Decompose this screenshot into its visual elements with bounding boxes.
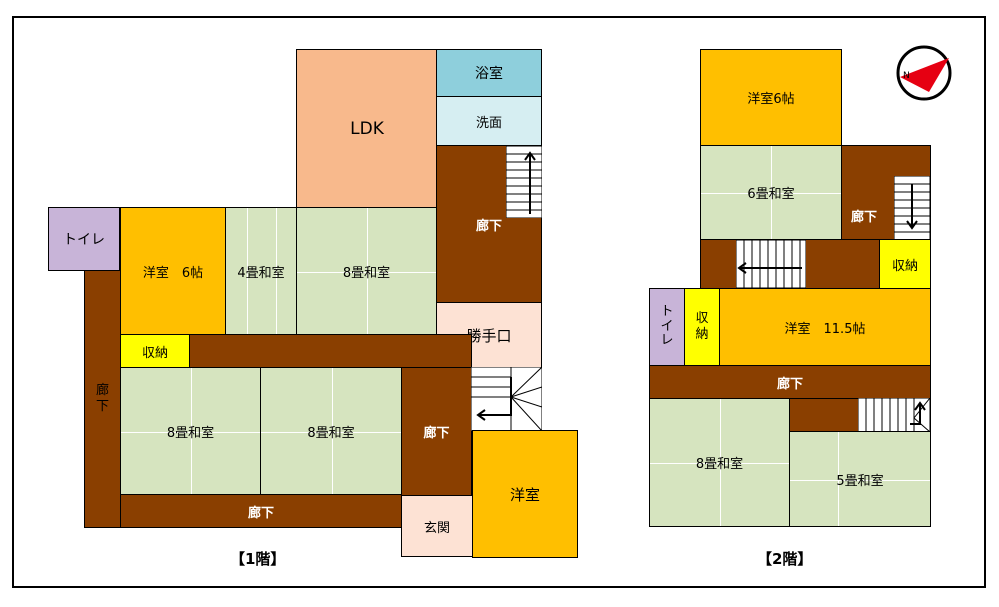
stairs-floor1-lower xyxy=(471,367,542,431)
floor1-label: 【1階】 xyxy=(230,550,286,568)
toilet-floor2-label: ト イ レ xyxy=(660,303,674,349)
ldk-room: LDK xyxy=(296,49,438,209)
storage-left-floor2-label: 収 納 xyxy=(695,311,709,342)
stairs-floor2-bottom xyxy=(858,398,930,432)
washitsu-4: 4畳和室 xyxy=(225,207,297,335)
washroom: 洗面 xyxy=(436,96,542,146)
corridor-mid-floor2-label: 廊下 xyxy=(776,376,803,392)
stairs-floor1-upper xyxy=(506,146,542,218)
stairs-floor2-middle xyxy=(736,240,806,288)
corridor-left-label: 廊 下 xyxy=(95,383,109,414)
storage-left-floor2: 収 納 xyxy=(684,288,720,366)
compass-icon: N xyxy=(896,45,952,101)
washitsu-5: 5畳和室 xyxy=(789,431,931,527)
corridor-mid-floor2: 廊下 xyxy=(649,365,931,399)
western-room-6-floor2: 洋室6帖 xyxy=(700,49,842,146)
corridor-left: 廊 下 xyxy=(84,270,121,528)
floor2-label: 【2階】 xyxy=(757,550,813,568)
corridor-top-floor2-label: 廊下 xyxy=(850,210,877,225)
floor-plan-frame xyxy=(12,16,986,588)
entrance: 玄関 xyxy=(401,495,473,557)
corridor-center: 廊下 xyxy=(401,367,472,496)
storage-floor1: 収納 xyxy=(120,334,190,368)
toilet-floor2: ト イ レ xyxy=(649,288,685,366)
corridor-bottom: 廊下 xyxy=(120,494,402,528)
western-room: 洋室 xyxy=(472,430,578,558)
storage-right-floor2: 収納 xyxy=(879,239,931,289)
western-room-11-5: 洋室 11.5帖 xyxy=(719,288,931,366)
compass-north-label: N xyxy=(903,71,910,81)
washitsu-8-left: 8畳和室 xyxy=(120,367,261,495)
corridor-bottom-label: 廊下 xyxy=(247,505,274,521)
toilet-floor1: トイレ xyxy=(48,207,120,271)
washitsu-8-mid: 8畳和室 xyxy=(260,367,402,495)
washitsu-8-top: 8畳和室 xyxy=(296,207,437,335)
bath-room: 浴室 xyxy=(436,49,542,97)
washitsu-6: 6畳和室 xyxy=(700,145,842,240)
stairs-floor2-top xyxy=(894,176,930,240)
corridor-center-label: 廊下 xyxy=(423,426,450,441)
washitsu-8-floor2: 8畳和室 xyxy=(649,398,790,527)
corridor-right-label: 廊下 xyxy=(475,218,502,234)
western-room-6: 洋室 6帖 xyxy=(120,207,226,335)
